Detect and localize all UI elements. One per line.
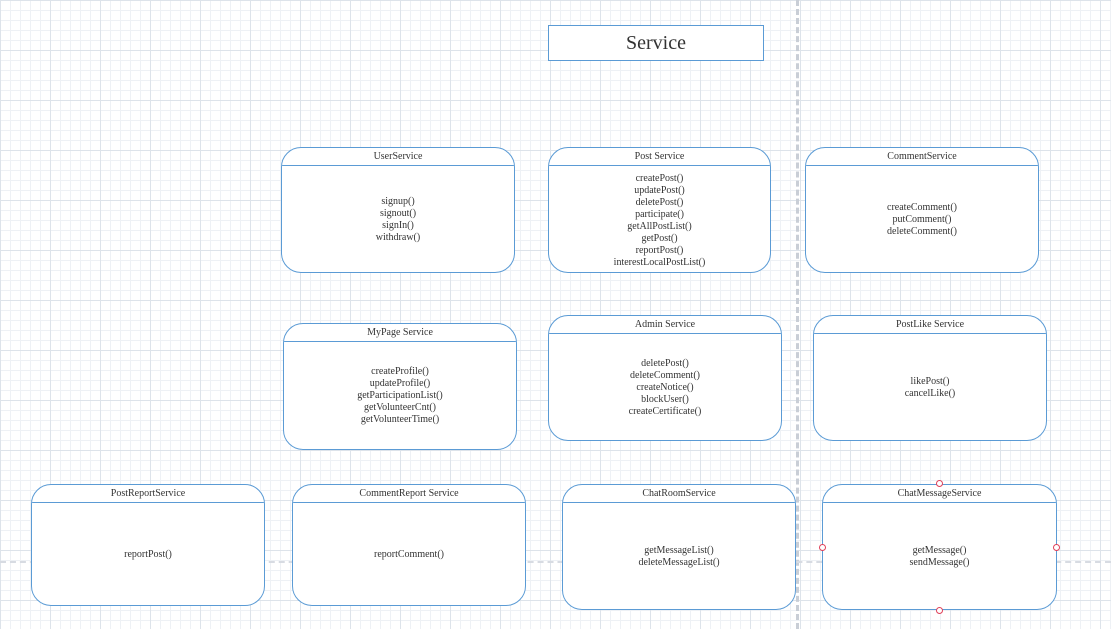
method-item: createPost()	[635, 173, 684, 184]
service-chatmessage[interactable]: ChatMessageService getMessage()sendMessa…	[822, 484, 1057, 610]
service-name: PostLike Service	[814, 316, 1046, 334]
service-post[interactable]: Post Service createPost()updatePost()del…	[548, 147, 771, 273]
service-name: Admin Service	[549, 316, 781, 334]
method-item: reportComment()	[374, 548, 444, 560]
method-item: participate()	[635, 209, 684, 220]
method-item: withdraw()	[375, 231, 421, 243]
method-item: getParticipationList()	[357, 390, 443, 401]
service-name: Post Service	[549, 148, 770, 166]
method-item: createComment()	[887, 201, 957, 213]
method-list: signup()signout()signIn()withdraw()	[282, 167, 514, 272]
method-item: getMessage()	[912, 544, 967, 556]
resize-handle-right[interactable]	[1053, 544, 1060, 551]
diagram-title[interactable]: Service	[548, 25, 764, 61]
method-list: getMessage()sendMessage()	[823, 504, 1056, 609]
method-item: getVolunteerTime()	[360, 414, 440, 425]
service-comment[interactable]: CommentService createComment()putComment…	[805, 147, 1039, 273]
method-list: getMessageList()deleteMessageList()	[563, 504, 795, 609]
vertical-guide-line	[796, 0, 799, 629]
service-name: ChatMessageService	[823, 485, 1056, 503]
method-item: updateProfile()	[369, 378, 431, 389]
method-item: reportPost()	[124, 548, 172, 560]
method-list: createProfile()updateProfile()getPartici…	[284, 343, 516, 449]
resize-handle-bottom[interactable]	[936, 607, 943, 614]
method-item: deletePost()	[641, 357, 689, 369]
method-item: signIn()	[382, 219, 414, 231]
method-item: reportPost()	[635, 245, 684, 256]
service-name: CommentService	[806, 148, 1038, 166]
method-item: signup()	[381, 195, 415, 207]
method-list: reportPost()	[32, 504, 264, 605]
method-item: blockUser()	[641, 393, 689, 405]
service-name: ChatRoomService	[563, 485, 795, 503]
method-item: getAllPostList()	[627, 221, 692, 232]
method-item: createProfile()	[371, 366, 429, 377]
method-item: putComment()	[892, 213, 952, 225]
method-item: interestLocalPostList()	[613, 257, 706, 268]
service-name: CommentReport Service	[293, 485, 525, 503]
service-mypage[interactable]: MyPage Service createProfile()updateProf…	[283, 323, 517, 450]
method-item: getPost()	[641, 233, 678, 244]
service-admin[interactable]: Admin Service deletePost()deleteComment(…	[548, 315, 782, 441]
method-item: updatePost()	[634, 185, 685, 196]
service-user[interactable]: UserService signup()signout()signIn()wit…	[281, 147, 515, 273]
service-chatroom[interactable]: ChatRoomService getMessageList()deleteMe…	[562, 484, 796, 610]
service-postreport[interactable]: PostReportService reportPost()	[31, 484, 265, 606]
method-list: deletePost()deleteComment()createNotice(…	[549, 335, 781, 440]
method-item: sendMessage()	[909, 556, 970, 568]
service-commentreport[interactable]: CommentReport Service reportComment()	[292, 484, 526, 606]
method-item: getVolunteerCnt()	[363, 402, 437, 413]
method-item: getMessageList()	[644, 544, 714, 556]
method-list: likePost()cancelLike()	[814, 335, 1046, 440]
method-item: signout()	[379, 207, 417, 219]
service-name: MyPage Service	[284, 324, 516, 342]
method-item: likePost()	[910, 375, 950, 387]
method-item: createNotice()	[636, 381, 694, 393]
method-item: deleteComment()	[630, 369, 700, 381]
service-name: UserService	[282, 148, 514, 166]
method-list: createPost()updatePost()deletePost()part…	[549, 173, 770, 272]
horizontal-guide-line	[0, 561, 1111, 563]
service-name: PostReportService	[32, 485, 264, 503]
method-item: cancelLike()	[904, 387, 956, 399]
method-list: reportComment()	[293, 504, 525, 605]
resize-handle-top[interactable]	[936, 480, 943, 487]
method-item: deletePost()	[635, 197, 684, 208]
method-item: createCertificate()	[628, 405, 702, 417]
resize-handle-left[interactable]	[819, 544, 826, 551]
method-item: deleteComment()	[887, 225, 957, 237]
method-item: deleteMessageList()	[638, 556, 720, 568]
method-list: createComment()putComment()deleteComment…	[806, 167, 1038, 272]
service-postlike[interactable]: PostLike Service likePost()cancelLike()	[813, 315, 1047, 441]
